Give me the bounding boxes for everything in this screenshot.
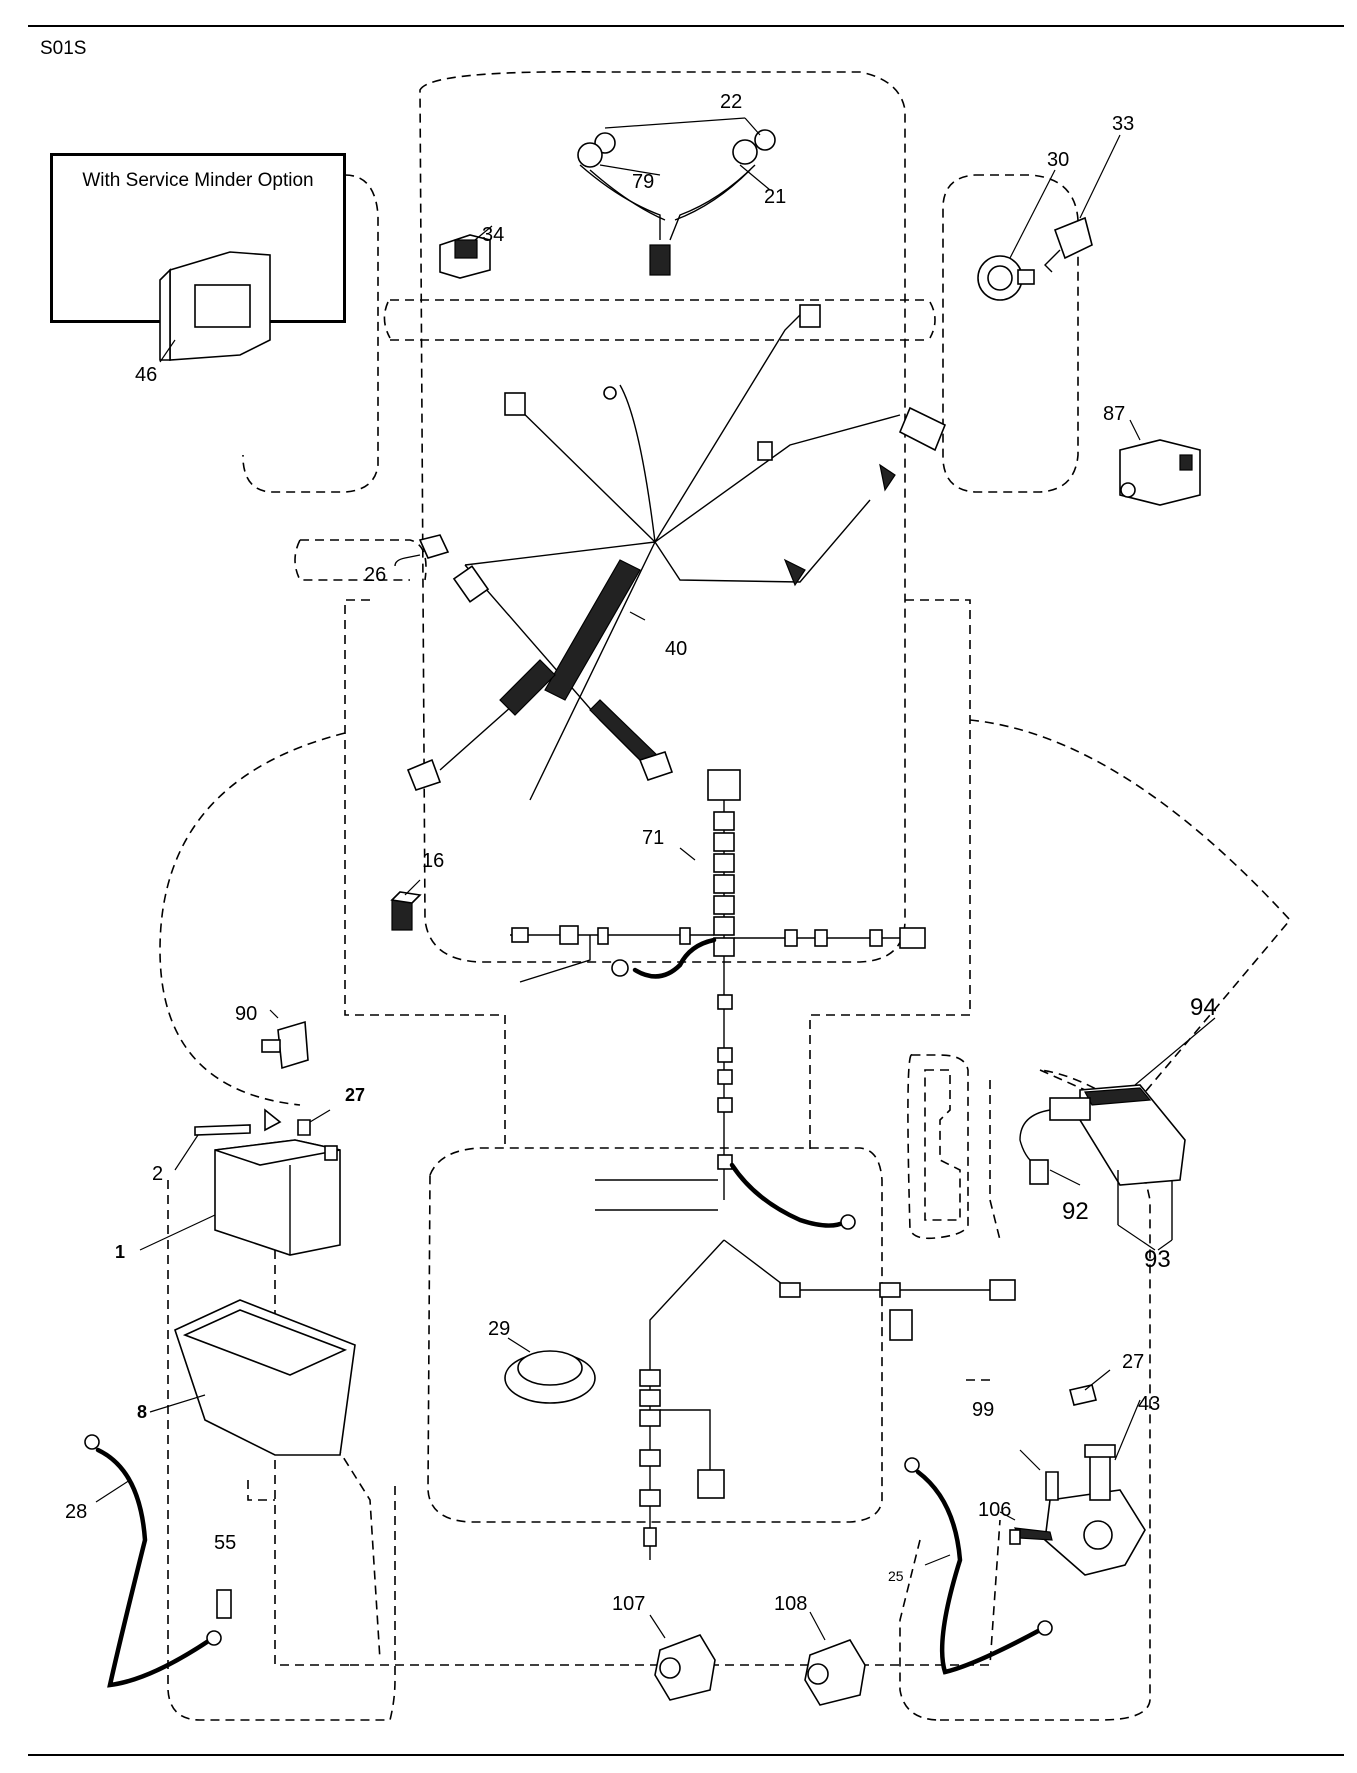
switch-107 (649, 1614, 716, 1701)
callout-2: 2 (152, 1163, 163, 1185)
solenoid-94 (1019, 1017, 1216, 1251)
callout-29: 29 (488, 1318, 510, 1340)
callout-87: 87 (1103, 403, 1125, 425)
callout-43: 43 (1138, 1393, 1160, 1415)
callout-22: 22 (720, 91, 742, 113)
callout-34: 34 (482, 224, 504, 246)
main-harness (406, 304, 947, 801)
callout-92: 92 (1062, 1198, 1089, 1225)
bottom-rule (28, 1754, 1344, 1756)
callout-107: 107 (612, 1593, 645, 1615)
callout-106: 106 (978, 1499, 1011, 1521)
diagram-code: S01S (40, 38, 87, 59)
callout-27a: 27 (345, 1085, 365, 1105)
headlight-harness (577, 117, 776, 276)
part-90 (261, 1009, 309, 1070)
mount-bracket (999, 1369, 1146, 1576)
callout-93: 93 (1144, 1246, 1171, 1273)
harness-71 (510, 769, 1016, 1560)
callout-25: 25 (888, 1568, 904, 1584)
callout-33: 33 (1112, 113, 1134, 135)
callout-46: 46 (135, 364, 157, 386)
switch-108 (804, 1611, 866, 1706)
top-rule (28, 25, 1344, 27)
callout-1: 1 (115, 1242, 125, 1262)
callout-40: 40 (665, 638, 687, 660)
part-16 (390, 879, 422, 931)
callout-16: 16 (422, 850, 444, 872)
battery-cable-25 (904, 1457, 1053, 1675)
callout-8: 8 (137, 1402, 147, 1422)
inset-title: With Service Minder Option (82, 170, 314, 191)
battery-tray (149, 1299, 356, 1456)
callout-55: 55 (214, 1532, 236, 1554)
callout-21: 21 (764, 186, 786, 208)
callout-27b: 27 (1122, 1351, 1144, 1373)
tractor-outline (159, 71, 1292, 1721)
callout-99: 99 (972, 1399, 994, 1421)
callout-79: 79 (632, 171, 654, 193)
part-26 (394, 534, 450, 567)
callout-94: 94 (1190, 994, 1217, 1021)
callout-71: 71 (642, 827, 664, 849)
switch-34 (439, 225, 493, 279)
battery (139, 1108, 341, 1256)
callout-28: 28 (65, 1501, 87, 1523)
callout-26: 26 (364, 564, 386, 586)
part-29 (504, 1337, 596, 1404)
relay-87 (1119, 419, 1201, 506)
callout-90: 90 (235, 1003, 257, 1025)
service-minder-display (159, 251, 271, 363)
part-callouts: 22 79 21 34 30 33 46 87 26 40 71 16 90 2… (65, 91, 1217, 1615)
ignition-switch (977, 134, 1121, 301)
battery-cable-28 (84, 1434, 232, 1688)
callout-108: 108 (774, 1593, 807, 1615)
callout-30: 30 (1047, 149, 1069, 171)
